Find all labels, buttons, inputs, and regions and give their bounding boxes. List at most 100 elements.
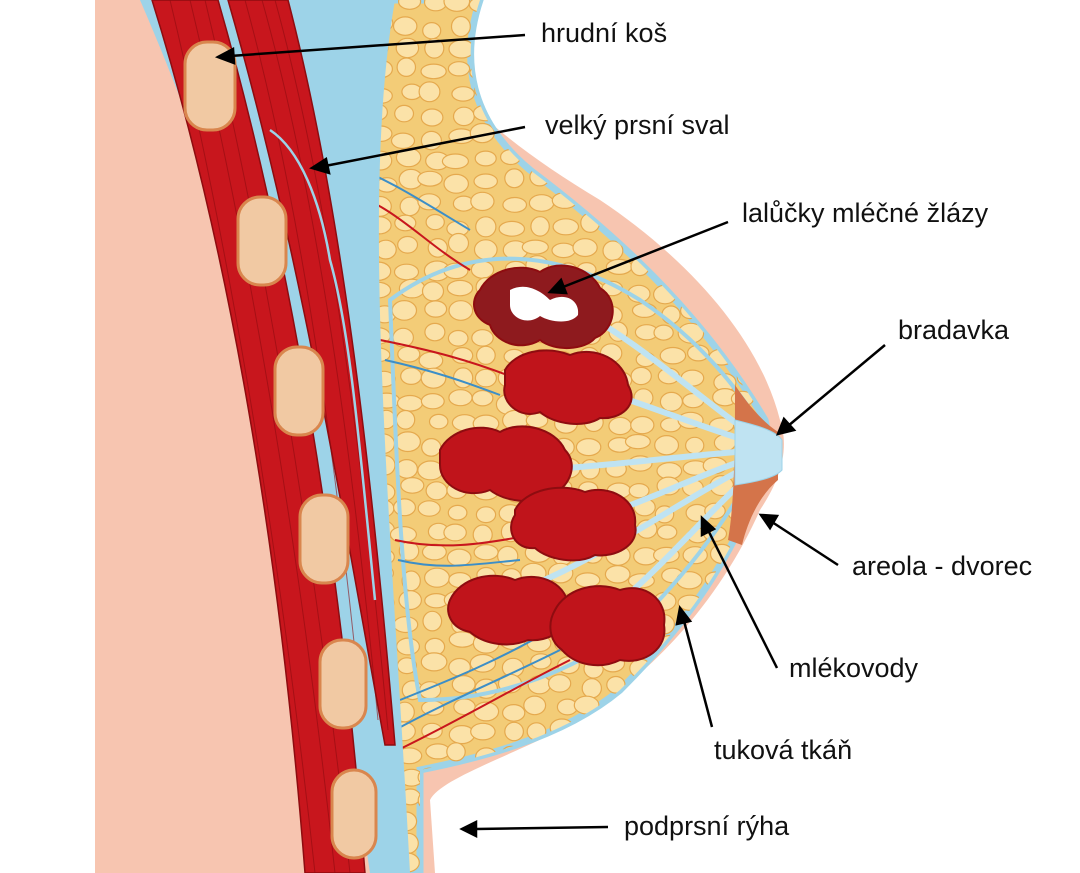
fat-cell: [446, 548, 472, 567]
fat-cell: [658, 697, 678, 715]
fat-cell: [443, 523, 467, 542]
fat-cell: [475, 216, 497, 238]
fat-cell: [502, 196, 528, 213]
fat-cell: [686, 16, 708, 32]
fat-cell: [735, 240, 758, 260]
fat-cell: [577, 719, 599, 736]
fat-cell: [424, 300, 448, 318]
fat-cell: [759, 306, 769, 328]
fat-cell: [396, 57, 417, 77]
fat-cell: [530, 808, 551, 826]
fat-cell: [575, 438, 602, 457]
fat-cell: [547, 674, 572, 693]
fat-cell: [740, 851, 762, 872]
fat-cell: [420, 108, 444, 127]
fat-cell: [400, 367, 423, 386]
fat-cell: [551, 242, 576, 259]
fat-cell: [710, 81, 733, 103]
fat-cell: [629, 768, 654, 787]
fat-cell: [687, 255, 711, 277]
fat-cell: [654, 764, 678, 786]
nipple: [734, 419, 783, 486]
fat-cell: [400, 477, 425, 494]
fat-cell: [604, 564, 631, 584]
fat-cell: [756, 82, 769, 100]
fat-cell: [599, 719, 625, 737]
fat-cell: [420, 393, 445, 410]
fat-cell: [470, 722, 496, 741]
fat-cell: [605, 704, 626, 720]
fat-cell: [501, 60, 524, 78]
fat-cell: [417, 500, 441, 517]
fat-cell: [441, 153, 469, 170]
fat-cell: [707, 279, 735, 298]
fat-cell: [734, 80, 760, 100]
fat-cell: [470, 191, 495, 212]
fat-cell: [737, 152, 760, 172]
fat-cell: [420, 63, 447, 80]
fat-cell: [448, 832, 471, 851]
gland-membrane: [387, 256, 773, 703]
fat-cell: [424, 38, 445, 59]
label-rib-cage: hrudní koš: [541, 18, 668, 48]
fat-cell: [425, 213, 445, 231]
fat-cell: [471, 852, 496, 868]
fat-cell: [732, 40, 754, 61]
fat-cell: [715, 258, 735, 279]
fat-cell: [681, 61, 702, 82]
pectoral-muscle: [227, 0, 396, 746]
fat-cell: [550, 744, 576, 765]
fat-cell: [393, 498, 417, 517]
fat-cell: [396, 637, 421, 656]
fat-cell: [713, 63, 736, 81]
fat-cell: [505, 849, 528, 869]
fat-cell: [421, 543, 447, 561]
fat-cell: [499, 40, 525, 61]
fat-cell: [473, 21, 498, 39]
fat-cell: [654, 175, 677, 194]
label-fat-tissue: tuková tkáň: [714, 735, 853, 765]
fat-cell: [606, 675, 626, 694]
fat-cell: [528, 194, 555, 212]
fat-cell: [474, 368, 497, 388]
fat-cell: [451, 347, 474, 365]
fat-cell: [710, 681, 733, 700]
fat-cell: [634, 704, 655, 720]
fat-cell: [395, 37, 420, 59]
fat-cell: [422, 610, 443, 632]
fat-cell: [474, 150, 497, 167]
fat-cell: [755, 329, 769, 346]
fat-cell: [704, 651, 727, 673]
fat-cell: [677, 83, 702, 100]
fat-cell: [582, 785, 603, 803]
fat-cell: [418, 351, 444, 370]
fat-cell: [734, 126, 761, 144]
fat-cell: [398, 0, 422, 10]
fat-cell: [390, 132, 416, 150]
fat-cell: [397, 235, 419, 254]
fat-cell: [732, 632, 755, 650]
fat-cell: [677, 855, 701, 873]
ribs: [183, 40, 378, 860]
fat-cell: [583, 62, 603, 79]
fat-cell: [760, 176, 769, 193]
fat-cell: [632, 789, 656, 810]
fat-cell: [630, 366, 652, 386]
fat-cell: [603, 169, 625, 187]
fat-cell: [578, 761, 604, 782]
fat-cell: [473, 173, 498, 190]
label-milk-ducts: mlékovody: [789, 653, 919, 683]
fat-cell: [421, 700, 445, 716]
fat-cell: [451, 675, 476, 694]
fat-cell: [498, 809, 526, 829]
fat-cell: [391, 300, 418, 321]
fat-cell: [394, 431, 421, 453]
fat-cell: [556, 64, 580, 85]
fat-cell: [682, 720, 707, 739]
fat-cell: [450, 15, 471, 38]
fat-cell: [448, 300, 474, 321]
fat-cell: [634, 153, 657, 172]
fat-cell: [550, 147, 575, 164]
fat-cell: [529, 767, 551, 784]
fat-cell: [702, 766, 729, 786]
